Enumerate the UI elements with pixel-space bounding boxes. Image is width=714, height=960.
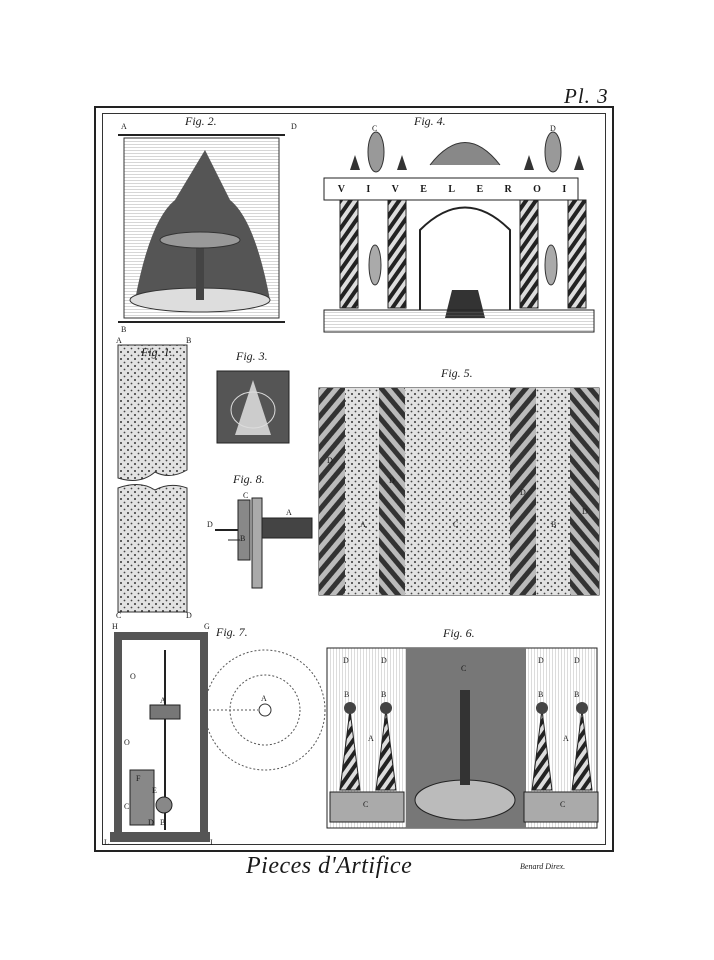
fig1-letter: A — [116, 336, 122, 345]
fig6-obelisk-fountain — [326, 647, 599, 829]
banner-letter: L — [448, 183, 458, 195]
engraver-signature: Benard Direx. — [520, 862, 566, 871]
banner-letter: I — [562, 183, 569, 195]
fig7-letter: B — [160, 818, 166, 827]
fig1-broken-column — [117, 344, 188, 613]
banner-letter: V — [337, 183, 347, 195]
fig5-letter: A — [360, 520, 366, 529]
fig5-letter: D — [327, 456, 333, 465]
fig3-small-fountain — [216, 370, 290, 444]
fig1-letter: D — [186, 611, 192, 620]
fig4-arcade-vive-le-roi — [323, 131, 595, 333]
fig7-letter: A — [160, 696, 166, 705]
plate-title: Pieces d'Artifice — [246, 853, 413, 879]
fig4-letter: C — [372, 124, 378, 133]
fig6-letter: C — [560, 800, 566, 809]
fig8-letter: C — [243, 491, 249, 500]
fig6-letter: D — [574, 656, 580, 665]
banner-letter: R — [504, 183, 514, 195]
plate-number: Pl. 3 — [564, 84, 609, 108]
fig6-letter: B — [381, 690, 387, 699]
fig1-letter: B — [186, 336, 192, 345]
fig7-letter: H — [112, 622, 118, 631]
fig2-fountain-scroll — [118, 134, 285, 323]
fig2-letter: B — [121, 325, 127, 334]
fig7-letter: D — [148, 818, 154, 827]
fig7-label: Fig. 7. — [216, 625, 248, 639]
fig8-mechanism — [215, 497, 313, 589]
fig7-letter: L — [104, 838, 109, 847]
banner-letter: E — [476, 183, 486, 195]
fig6-letter: A — [563, 734, 569, 743]
fig7-letter: G — [204, 622, 210, 631]
fig5-letter: C — [453, 520, 459, 529]
fig6-letter: B — [538, 690, 544, 699]
fig7-letter: O — [124, 738, 130, 747]
fig4-label: Fig. 4. — [414, 114, 446, 128]
fig7-frame-machine — [110, 632, 326, 842]
banner-letter: I — [366, 183, 373, 195]
fig6-letter: C — [461, 664, 467, 673]
fig7-letter: I — [210, 838, 213, 847]
fig6-letter: D — [381, 656, 387, 665]
fig5-letter: D — [520, 488, 526, 497]
fig1-label: Fig. 1. — [141, 345, 173, 359]
fig6-letter: D — [343, 656, 349, 665]
fig6-letter: B — [574, 690, 580, 699]
fig5-letter: B — [551, 520, 557, 529]
fig5-textured-panel — [318, 387, 600, 596]
fig3-label: Fig. 3. — [236, 349, 268, 363]
fig7-letter: E — [152, 786, 157, 795]
fig4-banner-vive-le-roi: V I V E L E R O I — [328, 180, 578, 198]
fig8-letter: B — [240, 534, 246, 543]
plate-inner-border — [102, 113, 606, 845]
fig2-letter: D — [291, 122, 297, 131]
banner-letter: V — [391, 183, 401, 195]
fig5-letter: D — [389, 476, 395, 485]
fig6-letter: C — [363, 800, 369, 809]
fig8-letter: A — [286, 508, 292, 517]
fig5-label: Fig. 5. — [441, 366, 473, 380]
fig1-letter: C — [116, 611, 122, 620]
banner-letter: E — [420, 183, 429, 195]
fig7-letter: C — [124, 802, 130, 811]
fig7-letter: A — [261, 694, 267, 703]
fig7-letter: O — [130, 672, 136, 681]
fig8-label: Fig. 8. — [233, 472, 265, 486]
plate-outer-border — [94, 106, 614, 852]
fig2-label: Fig. 2. — [185, 114, 217, 128]
fig2-letter: A — [121, 122, 127, 131]
fig5-letter: D — [582, 507, 588, 516]
fig6-letter: A — [368, 734, 374, 743]
banner-letter: O — [533, 183, 543, 195]
fig4-letter: D — [550, 124, 556, 133]
fig6-label: Fig. 6. — [443, 626, 475, 640]
fig7-letter: F — [136, 774, 141, 783]
fig6-letter: D — [538, 656, 544, 665]
fig8-letter: D — [207, 520, 213, 529]
fig6-letter: B — [344, 690, 350, 699]
